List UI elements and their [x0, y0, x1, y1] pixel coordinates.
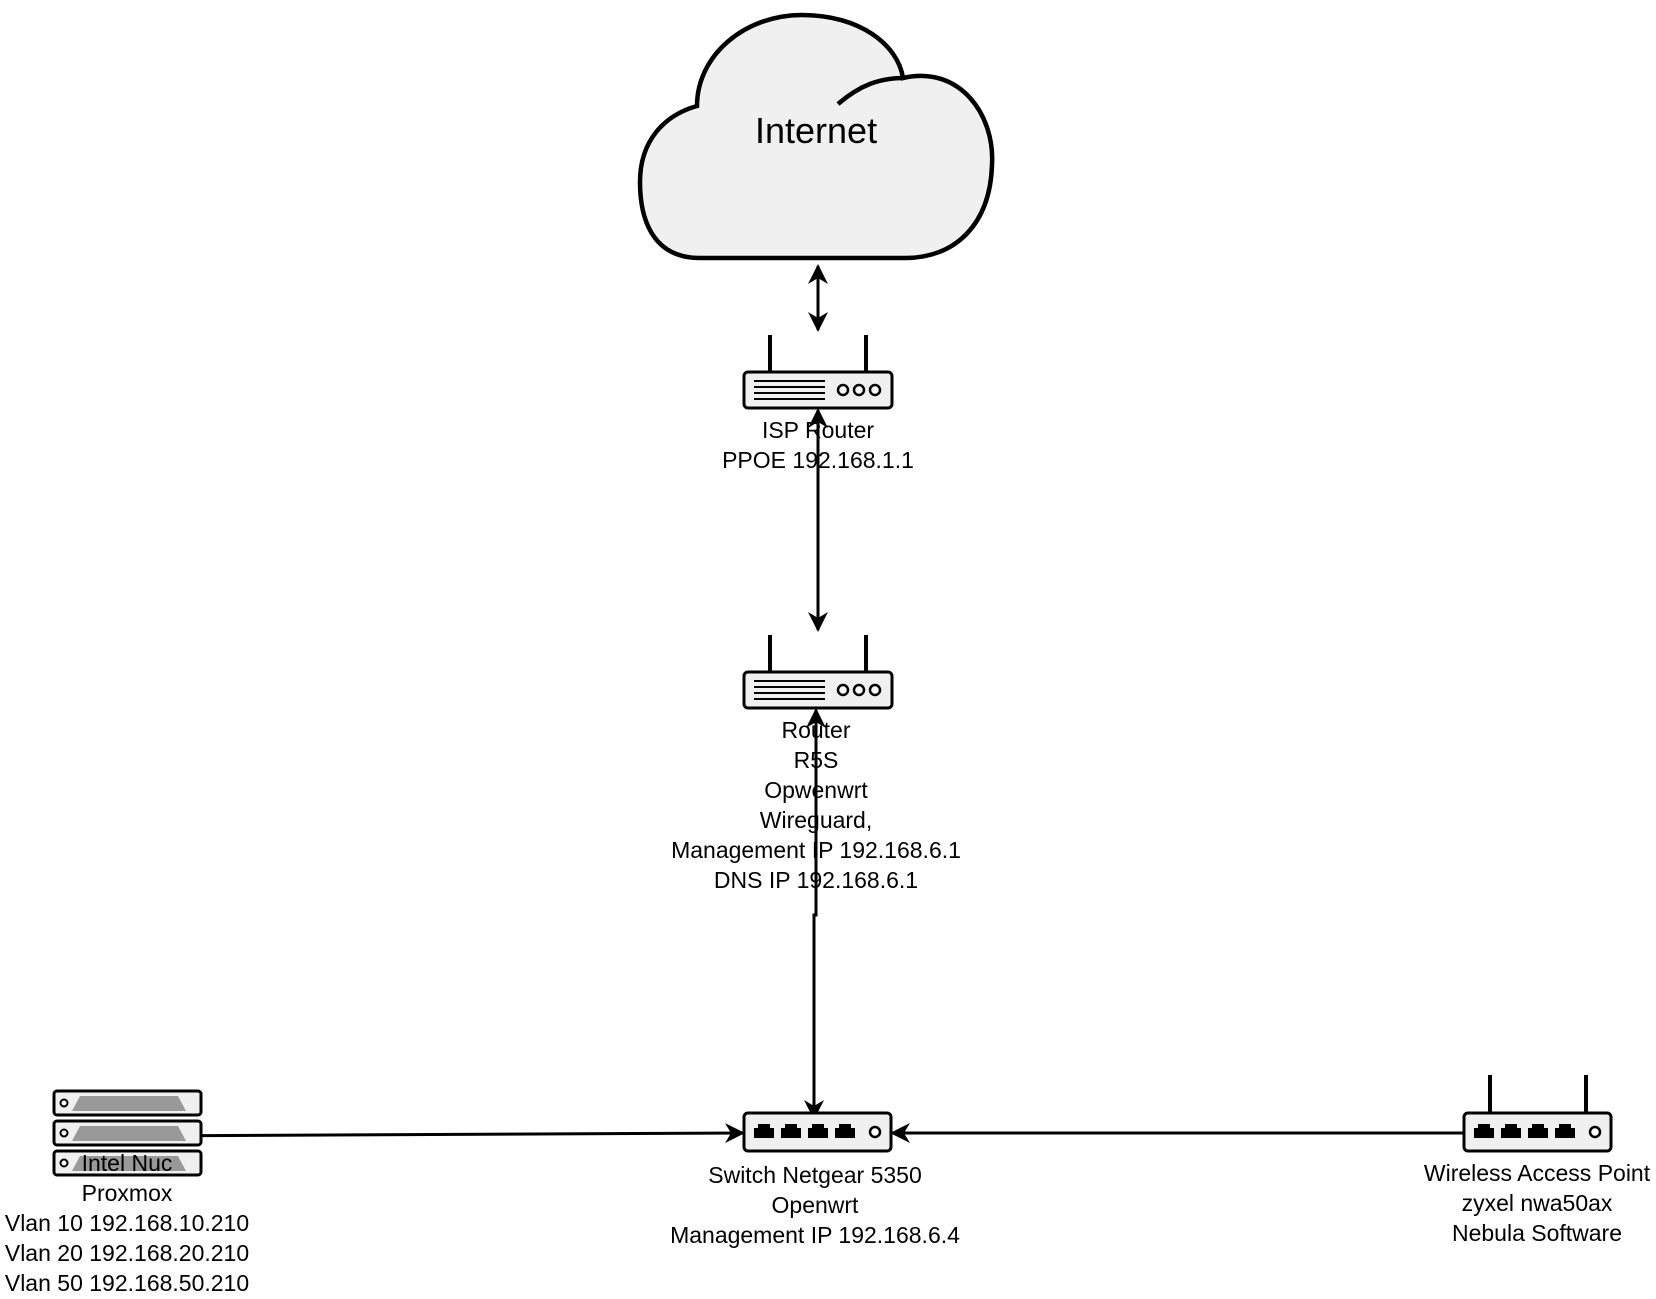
router-icon: [742, 635, 894, 710]
label-line: zyxel nwa50ax: [1461, 1190, 1613, 1216]
label-line: Proxmox: [81, 1180, 173, 1206]
label-line: ISP Router: [761, 417, 875, 443]
label-line: Wireguard,: [759, 807, 873, 833]
connections: [116, 264, 1508, 1146]
label-line: PPOE 192.168.1.1: [722, 447, 914, 473]
label-line: DNS IP 192.168.6.1: [713, 867, 919, 893]
label-line: Opwenwrt: [764, 777, 868, 803]
link-server-switch: [116, 1123, 745, 1146]
switch-icon: [742, 1111, 893, 1153]
label-line: Switch Netgear 5350: [708, 1162, 922, 1188]
label-line: Nebula Software: [1451, 1220, 1623, 1246]
label-line: Management IP 192.168.6.1: [671, 837, 961, 863]
access-point-icon: [1462, 1075, 1613, 1153]
label-line: Vlan 20 192.168.20.210: [4, 1240, 250, 1266]
label-line: Wireless Access Point: [1423, 1160, 1651, 1186]
label-line: Router: [781, 717, 851, 743]
isp-router-icon: [742, 335, 894, 410]
label-line: Vlan 10 192.168.10.210: [4, 1210, 250, 1236]
label-line: Management IP 192.168.6.4: [670, 1222, 960, 1248]
cloud-label: Internet: [755, 110, 878, 151]
cloud-icon: [637, 12, 995, 261]
label-line: R5S: [793, 747, 839, 773]
link-router-switch: [804, 708, 826, 1120]
label-line: Openwrt: [771, 1192, 859, 1218]
label-line: Intel Nuc: [81, 1150, 173, 1176]
server-rack-icon: [52, 1089, 203, 1177]
label-line: Vlan 50 192.168.50.210: [4, 1270, 250, 1296]
